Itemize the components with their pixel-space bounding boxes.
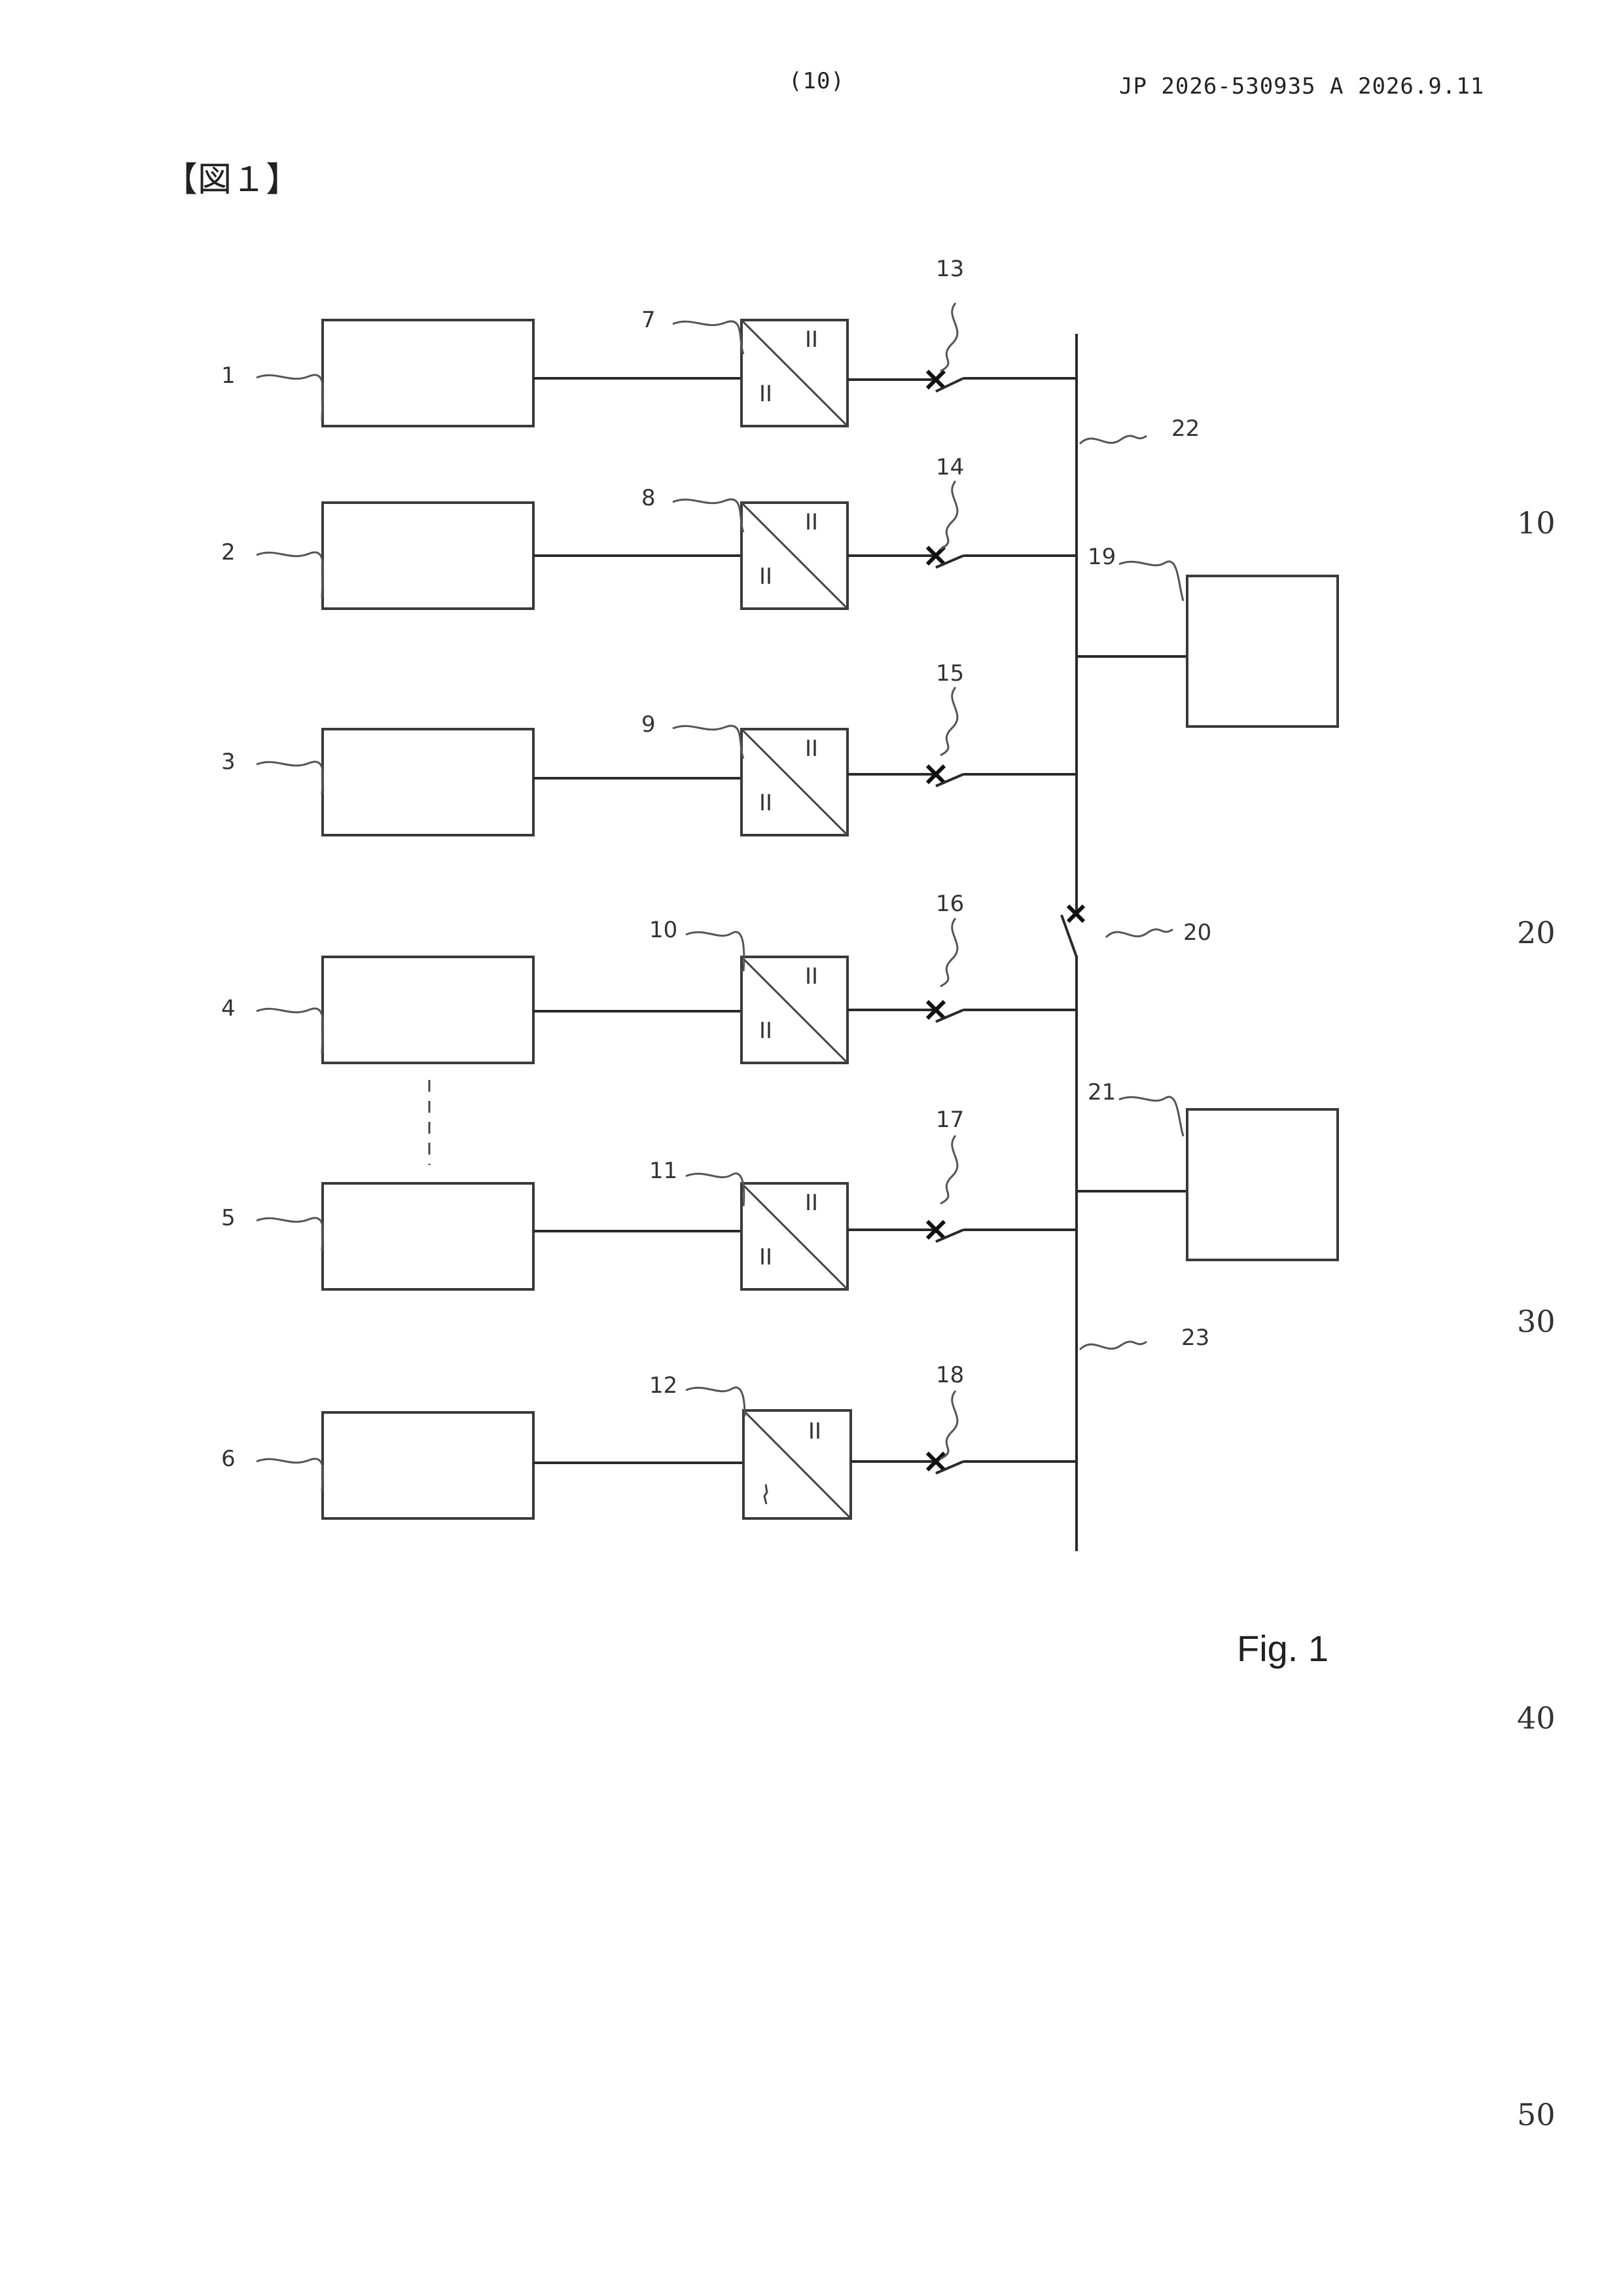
ref-label-1: 1 (221, 363, 236, 389)
load-box-21 (1187, 1109, 1338, 1260)
ref-label-19: 19 (1088, 544, 1116, 570)
ref-label-3: 3 (221, 749, 236, 775)
ref-label-10: 10 (649, 917, 677, 943)
leader-7 (673, 321, 743, 354)
leader-4 (257, 1009, 323, 1054)
ref-label-5: 5 (221, 1205, 236, 1231)
ref-label-2: 2 (221, 539, 236, 565)
leader-19 (1119, 562, 1183, 601)
leader-5 (257, 1218, 323, 1251)
leader-9 (673, 726, 743, 759)
converter-9-symbol-top: II (805, 736, 818, 762)
ref-label-7: 7 (641, 307, 656, 333)
ref-label-16: 16 (936, 891, 964, 917)
leader-3 (257, 762, 323, 795)
ref-label-20: 20 (1183, 920, 1211, 946)
leader-10 (686, 932, 744, 971)
source-box-1 (323, 320, 533, 426)
leader-21 (1119, 1097, 1183, 1136)
ref-label-14: 14 (936, 454, 964, 480)
converter-8-symbol-bottom: II (759, 564, 772, 590)
leader-15 (940, 687, 957, 755)
ref-label-15: 15 (936, 660, 964, 687)
converter-8-symbol-top: II (805, 509, 818, 535)
converter-11-symbol-top: II (805, 1190, 818, 1216)
source-box-3 (323, 729, 533, 835)
leader-16 (940, 918, 957, 986)
ref-label-9: 9 (641, 711, 656, 738)
source-box-6 (323, 1412, 533, 1518)
converter-7-symbol-top: II (805, 327, 818, 353)
ref-label-8: 8 (641, 485, 656, 511)
source-box-2 (323, 503, 533, 609)
ref-label-18: 18 (936, 1362, 964, 1388)
converter-9-symbol-bottom: II (759, 790, 772, 816)
source-box-5 (323, 1183, 533, 1289)
ref-label-22: 22 (1171, 416, 1200, 442)
leader-17 (940, 1136, 957, 1204)
source-box-4 (323, 957, 533, 1063)
leader-22 (1080, 436, 1147, 444)
leader-23 (1080, 1342, 1147, 1350)
figure-caption: Fig. 1 (1237, 1628, 1329, 1669)
ref-label-11: 11 (649, 1158, 677, 1184)
leader-11 (686, 1174, 744, 1206)
converter-10-symbol-top: II (805, 963, 818, 990)
leader-12 (686, 1388, 745, 1416)
ref-label-23: 23 (1181, 1325, 1209, 1351)
leader-13 (940, 303, 957, 371)
leader-18 (940, 1391, 957, 1459)
converter-10-symbol-bottom: II (759, 1018, 772, 1044)
leader-1 (257, 375, 323, 421)
leader-8 (673, 499, 743, 532)
ref-label-21: 21 (1088, 1079, 1116, 1105)
ref-label-6: 6 (221, 1446, 236, 1472)
converter-7-symbol-bottom: II (759, 381, 772, 407)
leader-20 (1106, 929, 1173, 937)
leader-6 (257, 1459, 323, 1492)
ref-label-13: 13 (936, 256, 964, 282)
converter-11-symbol-bottom: II (759, 1244, 772, 1270)
ref-label-12: 12 (649, 1372, 677, 1399)
load-box-19 (1187, 576, 1338, 726)
converter-12-symbol-top: II (808, 1418, 821, 1444)
ref-label-4: 4 (221, 996, 236, 1022)
leader-2 (257, 552, 323, 598)
leader-14 (940, 481, 957, 549)
ref-label-17: 17 (936, 1107, 964, 1133)
